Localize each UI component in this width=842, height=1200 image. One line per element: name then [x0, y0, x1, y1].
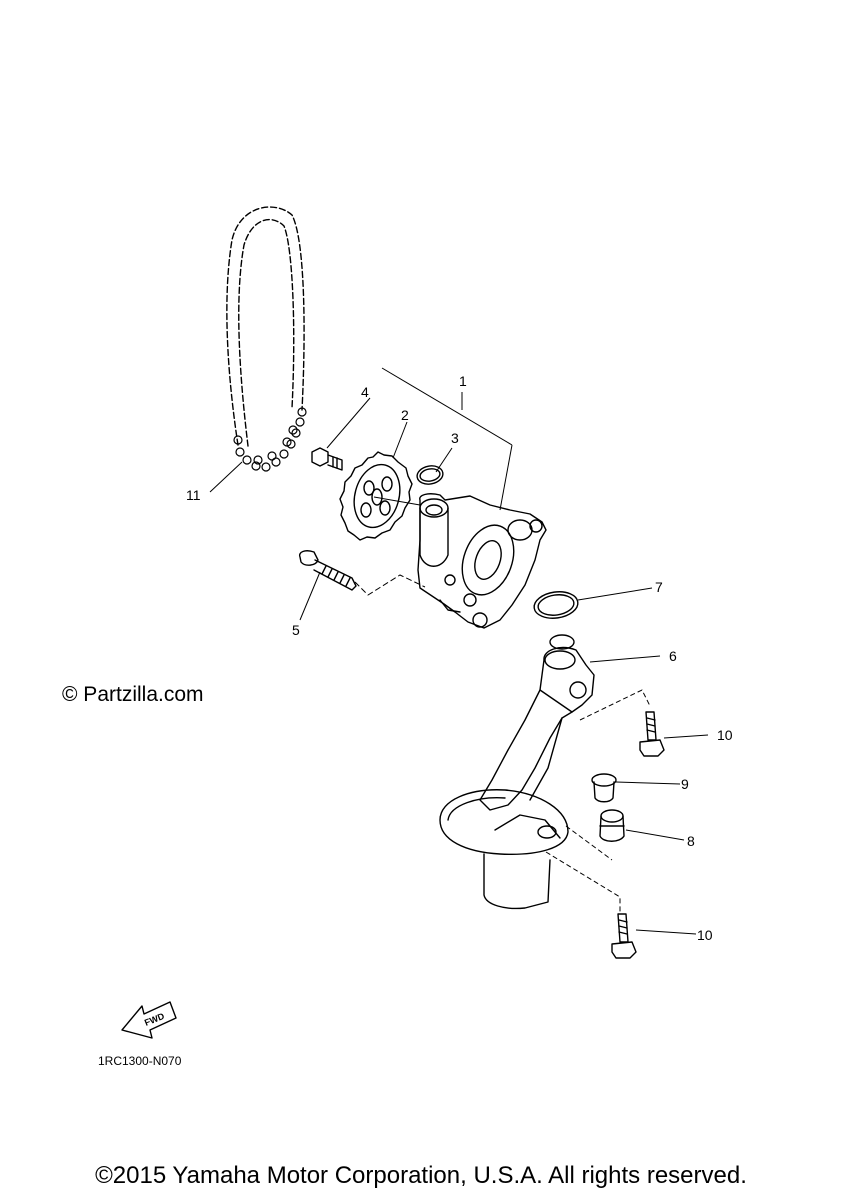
- watermark: © Partzilla.com: [62, 683, 204, 706]
- leader-lines: [209, 367, 709, 935]
- copyright-notice: ©2015 Yamaha Motor Corporation, U.S.A. A…: [95, 1162, 747, 1189]
- damper-part: [599, 809, 625, 842]
- callout-3: 3: [451, 430, 459, 446]
- circlip-part: [416, 465, 444, 485]
- bolt-10-upper-part: [639, 711, 665, 757]
- bolt-5-part: [298, 550, 357, 591]
- collar-part: [591, 773, 617, 803]
- o-ring-part: [533, 591, 579, 619]
- callout-10-lower: 10: [697, 927, 713, 943]
- callout-9: 9: [681, 776, 689, 792]
- fwd-arrow-icon: [121, 1001, 177, 1039]
- callout-1: 1: [459, 373, 467, 389]
- callout-5: 5: [292, 622, 300, 638]
- bolt-10-lower-part: [611, 913, 637, 959]
- callout-11: 11: [186, 487, 201, 503]
- callout-4: 4: [361, 384, 369, 400]
- diagram-code: 1RC1300-N070: [98, 1054, 182, 1068]
- callout-10-upper: 10: [717, 727, 733, 743]
- chain-part: [226, 206, 307, 472]
- sprocket-part: [339, 451, 413, 541]
- bolt-4-part: [311, 447, 343, 471]
- callout-2: 2: [401, 407, 409, 423]
- callout-6: 6: [669, 648, 677, 664]
- oil-pump-part: [417, 493, 547, 629]
- callout-7: 7: [655, 579, 663, 595]
- oil-strainer-part: [439, 634, 595, 910]
- callout-8: 8: [687, 833, 695, 849]
